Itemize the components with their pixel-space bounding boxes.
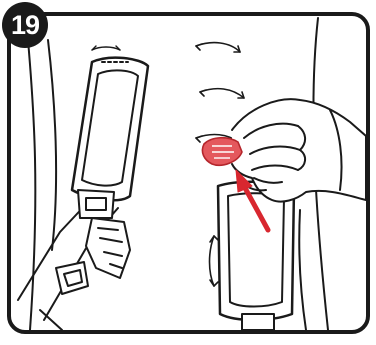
step-number-badge: 19 [2, 2, 48, 48]
left-buckle-tongue [78, 190, 114, 218]
right-buckle-tongue [242, 314, 274, 330]
